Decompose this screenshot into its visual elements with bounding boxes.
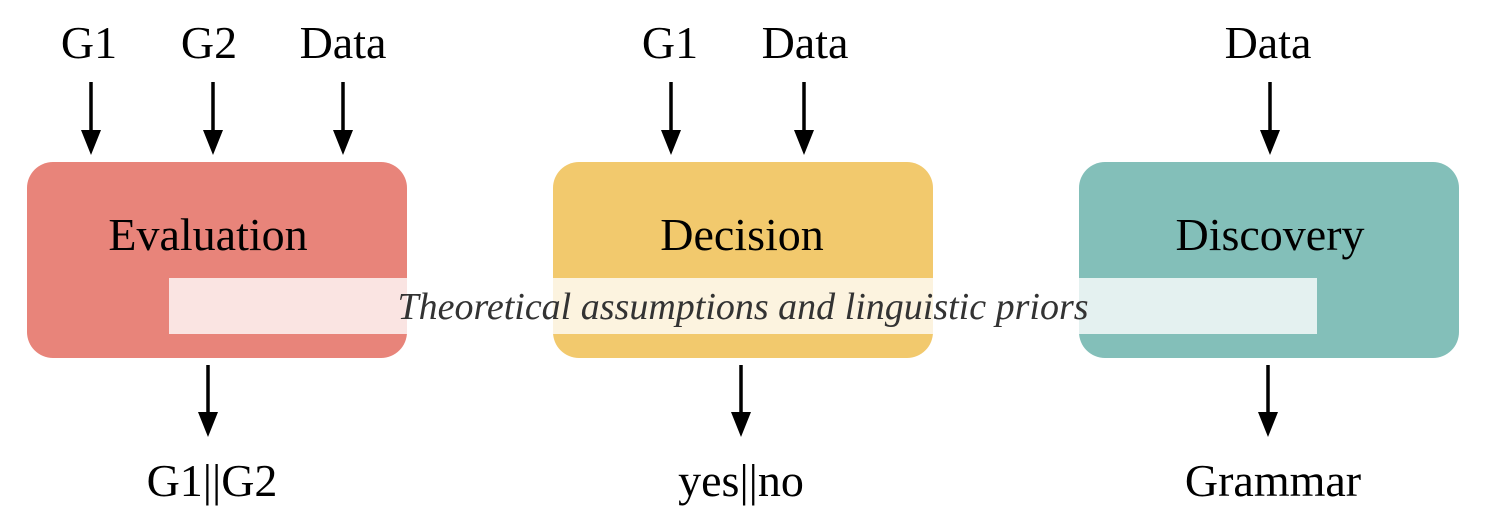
discovery-label: Discovery — [1175, 209, 1364, 260]
priors-band — [169, 278, 1317, 334]
discovery-input-arrow-data — [1260, 82, 1280, 155]
evaluation-output: G1||G2 — [147, 455, 278, 506]
evaluation-input-g1: G1 — [61, 17, 117, 68]
evaluation-input-arrow-g2 — [203, 82, 223, 155]
discovery-group: Discovery Data Grammar — [1079, 17, 1459, 506]
priors-band-label: Theoretical assumptions and linguistic p… — [397, 286, 1088, 328]
discovery-input-data: Data — [1225, 17, 1312, 68]
decision-output-arrow — [731, 365, 751, 437]
decision-input-arrow-data — [794, 82, 814, 155]
decision-group: Decision G1 Data yes||no — [553, 17, 933, 506]
decision-input-g1: G1 — [642, 17, 698, 68]
evaluation-group: Evaluation G1 G2 Data G1||G2 — [27, 17, 407, 506]
decision-input-arrow-g1 — [661, 82, 681, 155]
decision-label: Decision — [660, 209, 824, 260]
discovery-output-arrow — [1258, 365, 1278, 437]
evaluation-input-data: Data — [300, 17, 387, 68]
evaluation-input-arrow-data — [333, 82, 353, 155]
evaluation-label: Evaluation — [108, 209, 307, 260]
evaluation-input-arrow-g1 — [81, 82, 101, 155]
decision-output: yes||no — [678, 455, 804, 506]
discovery-output: Grammar — [1185, 455, 1361, 506]
priors-band-group: Theoretical assumptions and linguistic p… — [169, 278, 1317, 334]
evaluation-input-g2: G2 — [181, 17, 237, 68]
decision-input-data: Data — [762, 17, 849, 68]
evaluation-output-arrow — [198, 365, 218, 437]
